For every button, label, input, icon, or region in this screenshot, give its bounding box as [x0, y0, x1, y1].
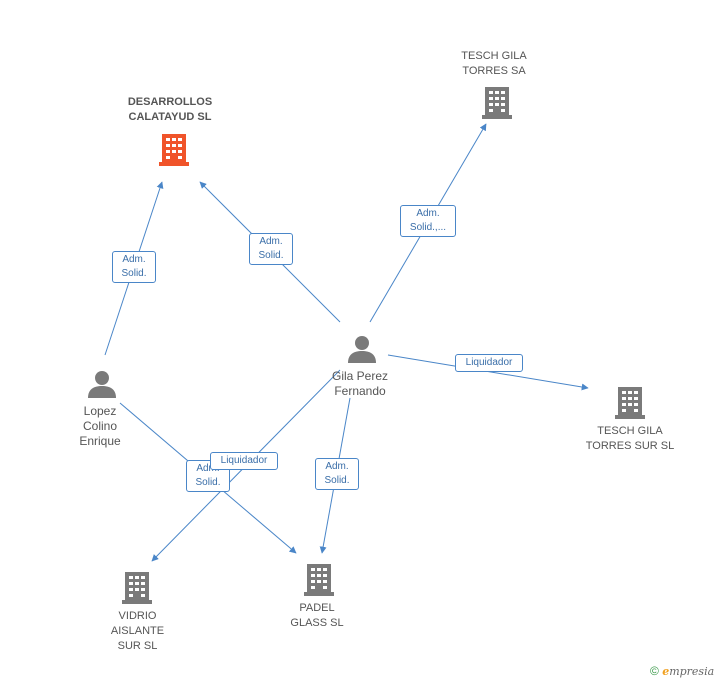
building-icon[interactable] — [303, 562, 335, 596]
building-icon[interactable] — [481, 85, 513, 119]
edge-label-lopez-desarrollos: Adm. Solid. — [112, 251, 156, 283]
node-label-tesch-sa[interactable]: TESCH GILA TORRES SA — [461, 50, 527, 77]
person-icon[interactable] — [87, 369, 117, 399]
node-label-lopez[interactable]: Lopez Colino Enrique — [79, 404, 121, 448]
node-label-tesch-sur[interactable]: TESCH GILA TORRES SUR SL — [585, 425, 675, 452]
building-icon[interactable] — [158, 132, 190, 166]
edge-label-gila-tesch-sur: Liquidador — [455, 354, 523, 372]
edge-label-gila-vidrio: Liquidador — [210, 452, 278, 470]
person-icon[interactable] — [347, 334, 377, 364]
edge-label-gila-tesch-sa: Adm. Solid.,... — [400, 205, 456, 237]
node-label-gila[interactable]: Gila Perez Fernando — [331, 369, 389, 398]
node-label-vidrio[interactable]: VIDRIO AISLANTE SUR SL — [110, 610, 165, 652]
edge-label-gila-padel: Adm. Solid. — [315, 458, 359, 490]
node-label-padel[interactable]: PADEL GLASS SL — [290, 602, 344, 629]
edge-label-gila-desarrollos: Adm. Solid. — [249, 233, 293, 265]
empresia-watermark: © empresia — [650, 664, 714, 678]
building-icon[interactable] — [121, 570, 153, 604]
copyright-icon: © — [650, 664, 659, 678]
node-label-desarrollos[interactable]: DESARROLLOS CALATAYUD SL — [127, 96, 213, 123]
building-icon[interactable] — [614, 385, 646, 419]
brand-logo: empresia — [662, 665, 715, 678]
